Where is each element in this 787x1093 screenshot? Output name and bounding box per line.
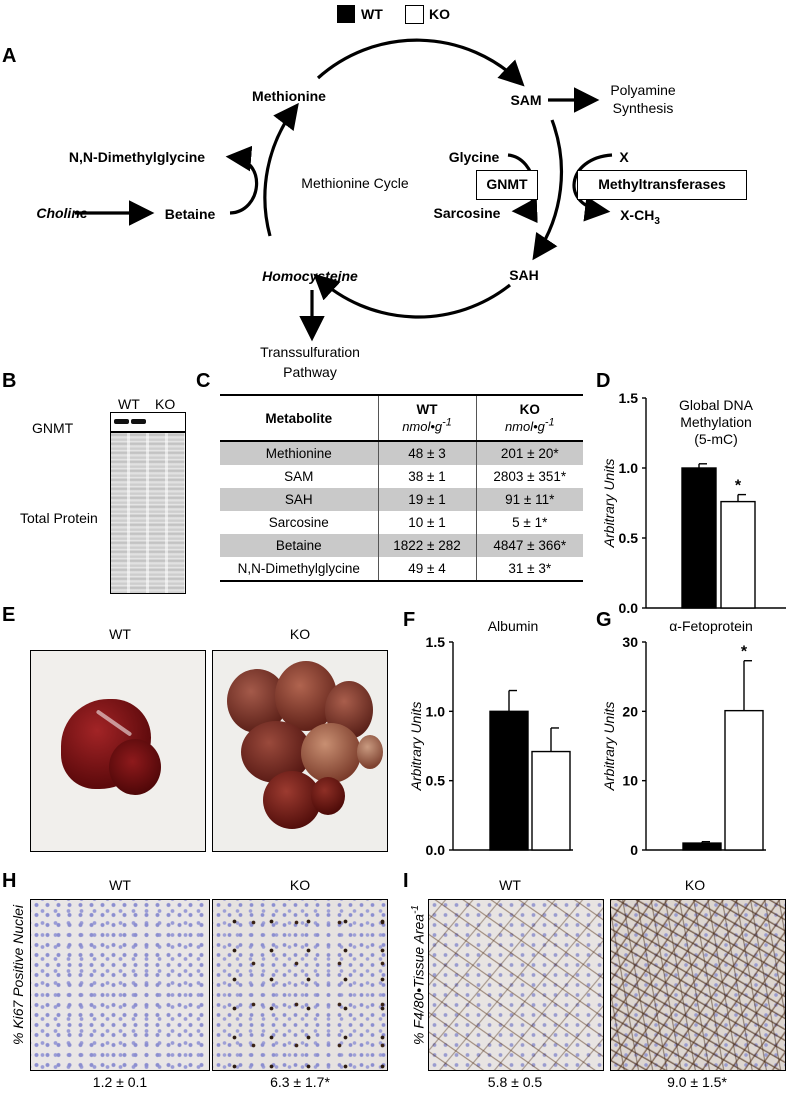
legend-wt-label: WT <box>361 6 383 22</box>
y-tick-label: 0.5 <box>426 773 446 789</box>
chart-title: Methylation <box>680 414 752 430</box>
bar-ko <box>720 500 756 609</box>
wt-liver-photo <box>30 650 206 852</box>
photo-ko-label: KO <box>289 626 311 642</box>
chart-title: (5-mC) <box>694 431 738 447</box>
total-protein-gel <box>110 432 186 594</box>
gnmt-box: GNMT <box>476 170 538 200</box>
node-dmg: N,N-Dimethylglycine <box>69 149 205 165</box>
node-methionine: Methionine <box>252 88 326 104</box>
f480-wt-label: WT <box>499 877 521 893</box>
ki67-ko-label: KO <box>289 877 311 893</box>
node-choline: Choline <box>36 205 88 221</box>
cycle-label: Methionine Cycle <box>301 175 409 191</box>
header-metabolite: Metabolite <box>220 395 378 442</box>
gnmt-blot <box>110 412 186 432</box>
y-tick-label: 0.5 <box>619 530 639 546</box>
panel-label-f: F <box>403 609 416 631</box>
node-x: X <box>619 149 629 165</box>
ki67-ylabel: % Ki67 Positive Nuclei <box>10 904 26 1046</box>
panel-label-c: C <box>196 370 211 392</box>
polyamine-line1: Polyamine <box>610 82 676 98</box>
panel-label-b: B <box>2 370 17 392</box>
y-axis-label: Arbitrary Units <box>408 702 424 792</box>
y-tick-label: 0.0 <box>619 600 639 615</box>
bar-wt <box>489 710 529 851</box>
significance-marker: * <box>735 478 742 495</box>
y-tick-label: 1.5 <box>619 390 639 406</box>
panel-label-e: E <box>2 604 16 626</box>
f480-ko-label: KO <box>684 877 706 893</box>
blot-ko-label: KO <box>155 396 176 412</box>
panel-label-a: A <box>2 45 17 67</box>
y-tick-label: 10 <box>622 773 638 789</box>
node-sam: SAM <box>510 92 541 108</box>
ki67-ko-value: 6.3 ± 1.7* <box>270 1074 330 1090</box>
bar-wt <box>682 842 722 851</box>
panel-label-h: H <box>2 870 17 892</box>
panel-label-i: I <box>403 870 409 892</box>
node-glycine: Glycine <box>449 149 500 165</box>
blot-wt-label: WT <box>118 396 140 412</box>
chart-title: Global DNA <box>679 397 754 413</box>
y-tick-label: 1.0 <box>619 460 639 476</box>
node-homocysteine: Homocysteine <box>262 268 358 284</box>
ki67-wt-value: 1.2 ± 0.1 <box>92 1074 148 1090</box>
legend-ko-label: KO <box>429 6 450 22</box>
bar-ko <box>531 750 571 851</box>
f480-ylabel: % F4/80•Tissue Area-1 <box>410 905 427 1045</box>
node-x-ch3: X-CH3 <box>620 207 660 227</box>
y-tick-label: 30 <box>622 634 638 650</box>
chart-title: Albumin <box>488 618 539 634</box>
ki67-wt-label: WT <box>109 877 131 893</box>
f480-ko-value: 9.0 ± 1.5* <box>667 1074 727 1090</box>
polyamine-line2: Synthesis <box>613 100 674 116</box>
blot-total-label: Total Protein <box>20 510 98 526</box>
y-axis-label: Arbitrary Units <box>601 459 617 549</box>
methyltransferases-box: Methyltransferases <box>577 170 747 200</box>
node-sarcosine: Sarcosine <box>434 205 501 221</box>
bar-wt <box>681 467 717 609</box>
transsulfuration-line2: Pathway <box>283 364 337 380</box>
blot-gnmt-label: GNMT <box>32 420 74 436</box>
ki67-ko-image <box>212 899 388 1071</box>
legend: WT KO <box>337 3 450 25</box>
y-axis-label: Arbitrary Units <box>601 702 617 792</box>
f480-ko-image <box>610 899 786 1071</box>
transsulfuration-line1: Transsulfuration <box>260 344 360 360</box>
node-betaine: Betaine <box>165 206 216 222</box>
methionine-cycle-diagram: Methionine SAM Polyamine Synthesis N,N-D… <box>36 38 676 380</box>
chart-title: α-Fetoprotein <box>669 618 753 634</box>
panel-label-d: D <box>596 370 611 392</box>
y-tick-label: 1.0 <box>426 703 446 719</box>
node-sah: SAH <box>509 267 539 283</box>
legend-ko-swatch <box>405 5 424 24</box>
significance-marker: * <box>741 644 748 661</box>
legend-wt-swatch <box>337 5 355 23</box>
y-tick-label: 20 <box>622 703 638 719</box>
ki67-wt-image <box>30 899 210 1071</box>
y-tick-label: 0 <box>630 842 638 858</box>
y-tick-label: 1.5 <box>426 634 446 650</box>
panel-label-g: G <box>596 609 612 631</box>
y-tick-label: 0.0 <box>426 842 446 858</box>
photo-wt-label: WT <box>109 626 131 642</box>
bar-ko <box>724 709 764 851</box>
f480-wt-value: 5.8 ± 0.5 <box>487 1074 543 1090</box>
f480-wt-image <box>428 899 604 1071</box>
ko-liver-photo <box>212 650 388 852</box>
